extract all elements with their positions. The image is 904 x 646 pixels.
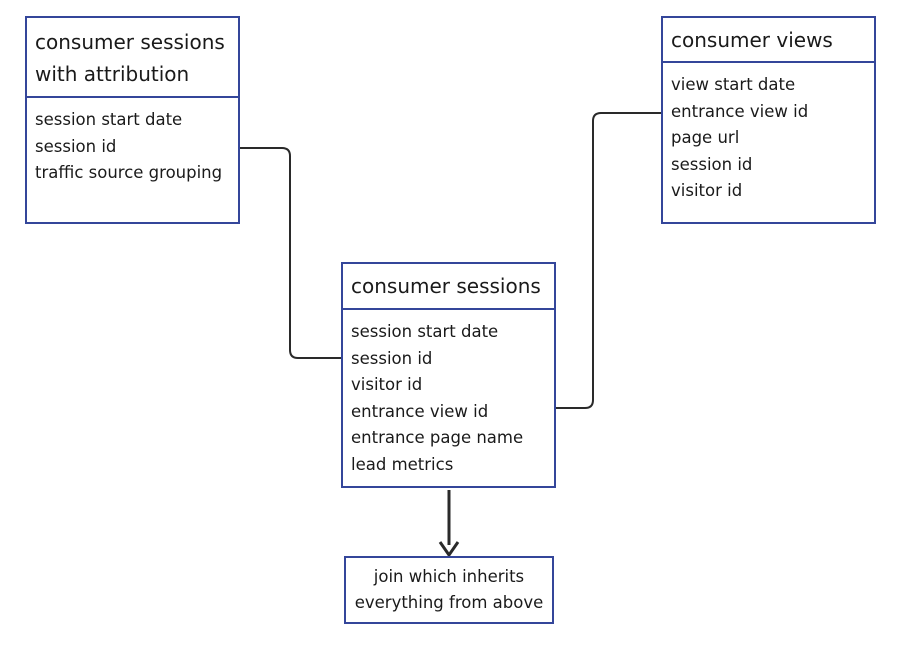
field-page-url: page url [671, 128, 740, 147]
entity-title-line: consumer sessions [35, 30, 225, 54]
field-view-start-date: view start date [671, 75, 796, 94]
entity-consumer-sessions: consumer sessions session start date ses… [341, 262, 556, 488]
result-line: join which inherits [373, 567, 525, 586]
entity-fields: session start date session id visitor id… [343, 310, 554, 478]
entity-title-line: with attribution [35, 62, 190, 86]
field-session-id: session id [671, 154, 753, 174]
field-visitor-id: visitor id [671, 181, 743, 200]
entity-consumer-sessions-with-attribution: consumer sessions with attribution sessi… [25, 16, 240, 224]
field-session-id: session id [35, 136, 117, 156]
field-entrance-view-id: entrance view id [671, 101, 809, 121]
field-traffic-source-grouping: traffic source grouping [35, 163, 223, 182]
arrowhead-icon [438, 541, 460, 558]
entity-consumer-views: consumer views view start date entrance … [661, 16, 876, 224]
entity-fields: session start date session id traffic so… [27, 98, 238, 187]
result-line: everything from above [354, 593, 544, 612]
entity-title: consumer views [663, 18, 874, 63]
field-session-id: session id [351, 348, 433, 368]
field-visitor-id: visitor id [351, 375, 423, 394]
entity-fields: view start date entrance view id page ur… [663, 63, 874, 205]
connector-views-entrance-view-id [504, 112, 671, 409]
entity-title: consumer sessions [343, 264, 554, 310]
field-lead-metrics: lead metrics [351, 454, 454, 474]
field-session-start-date: session start date [35, 110, 183, 129]
entity-title: consumer sessions with attribution [27, 18, 238, 98]
field-entrance-view-id: entrance view id [351, 401, 489, 421]
result-join-box: join which inherits everything from abov… [344, 556, 554, 624]
connector-attr-session-id [125, 147, 351, 359]
field-entrance-page-name: entrance page name [351, 428, 524, 447]
field-session-start-date: session start date [351, 322, 499, 341]
